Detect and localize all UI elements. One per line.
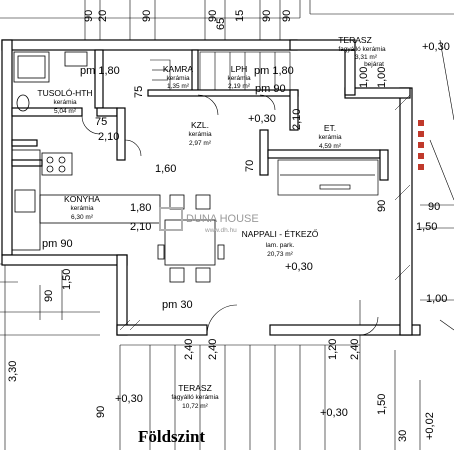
watermark-logo: DUNA HOUSE www.dh.hu: [159, 207, 259, 234]
dim-label: 65: [215, 18, 227, 30]
watermark-text: DUNA HOUSE: [186, 213, 259, 225]
room-area-terasz-top: 3,31 m²: [355, 54, 378, 61]
wardrobe: [277, 159, 379, 196]
dim-label: +0,30: [320, 407, 348, 419]
door-swings: [81, 94, 379, 336]
dim-label: 2,40: [349, 339, 361, 360]
dim-label: 2,10: [98, 131, 119, 143]
dim-label: 1,50: [61, 269, 73, 290]
room-material-terasz-top: fagyálló kerámia: [338, 46, 386, 53]
room-material-terasz-bottom: fagyálló kerámia: [171, 394, 219, 401]
room-area-kzl: 2,97 m²: [189, 140, 212, 147]
room-material-nappali: lam. park.: [266, 242, 295, 249]
dim-label: +0,02: [424, 412, 436, 440]
dim-label: 3,30: [7, 361, 19, 382]
dim-label: 90: [281, 10, 293, 22]
watermark-url: www.dh.hu: [204, 227, 237, 234]
dimension-labels: 90 20 90 65 90 90 90 15 pm 1,80 pm 1,80 …: [7, 10, 450, 442]
dim-label: 75: [95, 116, 107, 128]
dim-label: 1,00: [426, 293, 447, 305]
dim-label: 30: [397, 430, 409, 442]
room-name-nappali: NAPPALI - ÉTKEZŐ: [242, 229, 319, 239]
red-markers: [418, 120, 424, 170]
dim-label: pm 30: [162, 299, 193, 311]
room-area-nappali: 20,73 m²: [267, 251, 293, 258]
room-area-kamra: 1,35 m²: [167, 83, 190, 90]
dim-label: +0,30: [248, 113, 276, 125]
dim-label: 20: [97, 10, 109, 22]
dim-label: 1,20: [327, 339, 339, 360]
dim-label: 90: [83, 10, 95, 22]
room-material-kamra: kerámia: [166, 75, 190, 82]
dim-label: 1,80: [130, 202, 151, 214]
room-area-konyha: 6,30 m²: [71, 214, 94, 221]
dim-label: 90: [141, 10, 153, 22]
bathroom-fixtures: [13, 51, 88, 112]
dim-label: 1,50: [376, 394, 388, 415]
staircase: [150, 51, 291, 91]
dim-label: 2,40: [183, 339, 195, 360]
dim-label: +0,30: [285, 261, 313, 273]
dim-label: 15: [234, 10, 246, 22]
room-name-lph: LPH: [231, 64, 248, 74]
room-extra-terasz-top: bejárat: [364, 61, 384, 68]
room-material-et: kerámia: [318, 134, 342, 141]
room-name-terasz-bottom: TERASZ: [178, 383, 212, 393]
dim-label: 1,00: [358, 67, 370, 88]
room-name-terasz-top: TERASZ: [338, 35, 372, 45]
dim-label: pm 1,80: [80, 65, 120, 77]
wall-hatching: [119, 94, 411, 331]
dim-label: 2,40: [207, 339, 219, 360]
room-material-konyha: kerámia: [70, 205, 94, 212]
walls: [1, 39, 421, 336]
dim-label: 2,10: [130, 221, 151, 233]
dim-label: pm 90: [42, 238, 73, 250]
room-name-et: ET.: [324, 123, 336, 133]
room-name-kzl: KZL.: [191, 120, 209, 130]
dim-label: +0,30: [115, 393, 143, 405]
room-material-kzl: kerámia: [188, 131, 212, 138]
room-labels: TUSOLÓ-HTH kerámia 5,04 m² KAMRA kerámia…: [37, 35, 386, 410]
room-name-kamra: KAMRA: [163, 64, 194, 74]
dining-table: [157, 194, 225, 283]
room-material-tusolo: kerámia: [53, 99, 77, 106]
dim-label: 90: [376, 200, 388, 212]
dim-label: 90: [207, 10, 219, 22]
dim-label: 90: [261, 10, 273, 22]
room-area-tusolo: 5,04 m²: [54, 108, 77, 115]
terrace-edges: [119, 344, 360, 450]
dim-label: +0,30: [422, 41, 450, 53]
plan-title: Földszint: [138, 427, 205, 446]
dim-label: 70: [244, 160, 256, 172]
dim-label: pm 1,80: [254, 65, 294, 77]
dim-label: pm 90: [255, 83, 286, 95]
room-name-tusolo: TUSOLÓ-HTH: [37, 88, 92, 98]
room-area-lph: 2,19 m²: [228, 83, 251, 90]
room-material-lph: kerámia: [227, 75, 251, 82]
dim-label: 90: [428, 201, 440, 213]
dim-label: 2,10: [291, 109, 303, 130]
room-area-terasz-bottom: 10,72 m²: [182, 403, 208, 410]
room-name-konyha: KONYHA: [64, 194, 100, 204]
room-area-et: 4,59 m²: [319, 143, 342, 150]
dim-label: 1,60: [155, 163, 176, 175]
dim-label: 1,50: [416, 221, 437, 233]
dim-label: 1,00: [376, 67, 388, 88]
dim-label: 90: [43, 290, 55, 302]
dim-label: 90: [95, 406, 107, 418]
dim-label: 75: [133, 86, 145, 98]
